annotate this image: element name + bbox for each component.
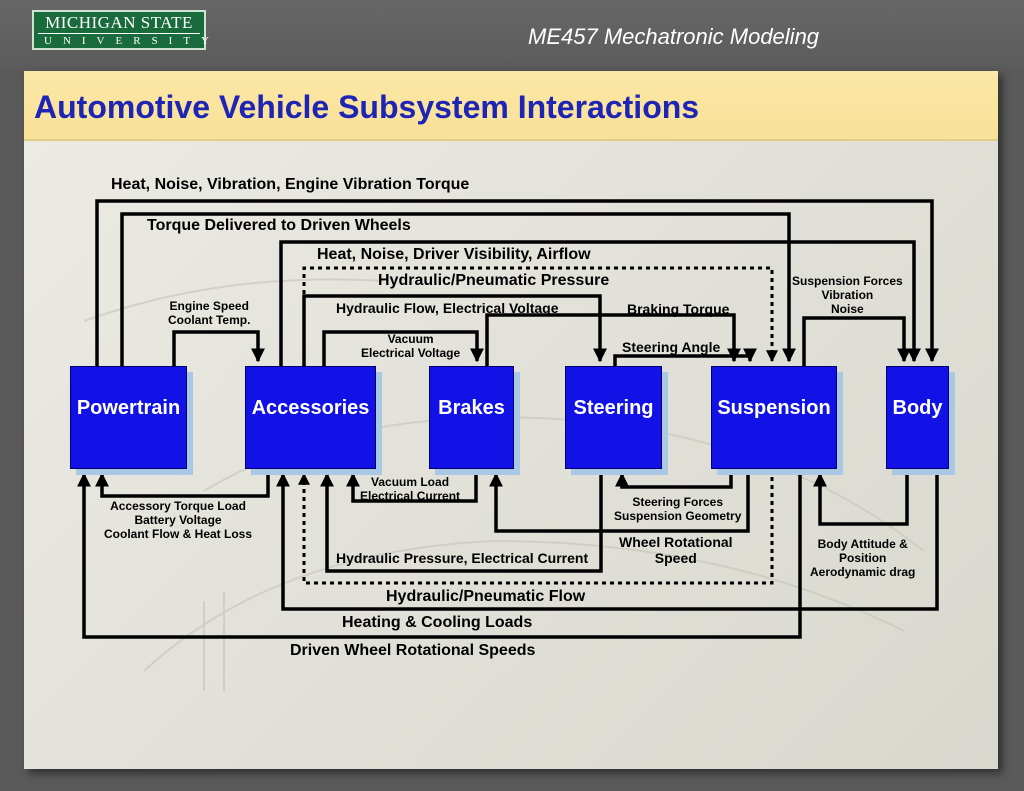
label-vacuum-voltage-line1: Vacuum	[387, 332, 434, 346]
label-body-attitude-line3: Aerodynamic drag	[810, 565, 916, 579]
label-wheel-rotational-line1: Wheel Rotational	[619, 534, 733, 550]
logo-line2: UNIVERSITY	[44, 35, 220, 47]
block-body: Body	[886, 366, 949, 469]
label-accessory-torque-line1: Accessory Torque Load	[110, 499, 246, 513]
logo-rule	[38, 33, 200, 34]
label-suspension-forces-line3: Noise	[831, 302, 864, 316]
title-bar: Automotive Vehicle Subsystem Interaction…	[24, 71, 998, 141]
label-body-attitude: Body Attitude & Position Aerodynamic dra…	[810, 537, 915, 579]
course-title: ME457 Mechatronic Modeling	[528, 24, 820, 49]
interaction-arrows	[77, 199, 939, 639]
top-bar: MICHIGAN STATE UNIVERSITY ME457 Mechatro…	[0, 0, 1024, 70]
arrow-suspension-forces	[802, 316, 911, 366]
label-wheel-rotational-line2: Speed	[654, 550, 697, 566]
logo-line1: MICHIGAN STATE	[45, 13, 193, 32]
block-accessories: Accessories	[245, 366, 376, 469]
arrow-heat-noise-visibility	[279, 240, 921, 366]
arrow-heat-noise-vibration	[95, 199, 939, 366]
label-steering-angle: Steering Angle	[622, 339, 721, 355]
label-vacuum-load-line1: Vacuum Load	[371, 475, 450, 489]
arrow-engine-speed	[172, 330, 265, 366]
label-accessory-torque: Accessory Torque Load Battery Voltage Co…	[104, 499, 252, 541]
block-powertrain: Powertrain	[70, 366, 187, 469]
arrow-vacuum-voltage	[322, 330, 484, 366]
label-suspension-forces-line2: Vibration	[821, 288, 874, 302]
label-suspension-forces: Suspension Forces Vibration Noise	[792, 274, 903, 316]
block-brakes: Brakes	[429, 366, 514, 469]
arrow-hydraulic-pressure-current	[320, 469, 603, 573]
block-steering: Steering	[565, 366, 662, 469]
msu-logo: MICHIGAN STATE UNIVERSITY	[32, 10, 220, 50]
label-accessory-torque-line2: Battery Voltage	[134, 513, 222, 527]
arrow-steering-forces	[615, 469, 733, 489]
label-vacuum-voltage: Vacuum Electrical Voltage	[361, 332, 460, 360]
arrow-torque-delivered	[120, 212, 796, 366]
label-engine-speed: Engine Speed Coolant Temp.	[168, 299, 250, 327]
slide-title: Automotive Vehicle Subsystem Interaction…	[34, 89, 700, 125]
label-body-attitude-line2: Position	[839, 551, 887, 565]
label-vacuum-load: Vacuum Load Electrical Current	[360, 475, 460, 503]
label-steering-forces: Steering Forces Suspension Geometry	[614, 495, 741, 523]
label-engine-speed-line1: Engine Speed	[169, 299, 249, 313]
arrow-steering-angle	[613, 348, 757, 366]
label-steering-forces-line1: Steering Forces	[632, 495, 724, 509]
label-hydraulic-pressure-current: Hydraulic Pressure, Electrical Current	[336, 550, 589, 566]
block-suspension: Suspension	[711, 366, 837, 469]
arrow-hydraulic-pneumatic-pressure	[302, 266, 778, 366]
arrow-wheel-rotational	[489, 469, 750, 533]
label-hydraulic-pneumatic-pressure: Hydraulic/Pneumatic Pressure	[378, 272, 610, 289]
label-torque-delivered: Torque Delivered to Driven Wheels	[147, 217, 411, 234]
arrow-body-attitude	[813, 469, 909, 526]
arrow-heating-cooling	[276, 469, 939, 611]
label-wheel-rotational: Wheel Rotational Speed	[619, 534, 733, 566]
label-body-attitude-line1: Body Attitude &	[817, 537, 908, 551]
label-heat-noise-visibility: Heat, Noise, Driver Visibility, Airflow	[317, 246, 591, 263]
label-braking-torque: Braking Torque	[627, 301, 730, 317]
label-hydraulic-flow-voltage: Hydraulic Flow, Electrical Voltage	[336, 300, 559, 316]
arrow-hydraulic-pneumatic-flow	[298, 469, 774, 585]
label-engine-speed-line2: Coolant Temp.	[168, 313, 251, 327]
label-hydraulic-pneumatic-flow: Hydraulic/Pneumatic Flow	[386, 588, 586, 605]
label-vacuum-voltage-line2: Electrical Voltage	[361, 346, 461, 360]
label-heat-noise-vibration: Heat, Noise, Vibration, Engine Vibration…	[111, 176, 470, 193]
label-suspension-forces-line1: Suspension Forces	[792, 274, 903, 288]
arrow-vacuum-load	[346, 469, 478, 503]
label-driven-wheel-speeds: Driven Wheel Rotational Speeds	[290, 642, 536, 659]
arrow-driven-wheel-speeds	[77, 469, 802, 639]
label-heating-cooling: Heating & Cooling Loads	[342, 614, 533, 631]
arrow-accessory-torque	[95, 469, 270, 498]
arrow-braking-torque	[485, 313, 741, 366]
slide: Automotive Vehicle Subsystem Interaction…	[24, 71, 998, 769]
label-steering-forces-line2: Suspension Geometry	[614, 509, 742, 523]
label-accessory-torque-line3: Coolant Flow & Heat Loss	[104, 527, 253, 541]
label-vacuum-load-line2: Electrical Current	[360, 489, 461, 503]
